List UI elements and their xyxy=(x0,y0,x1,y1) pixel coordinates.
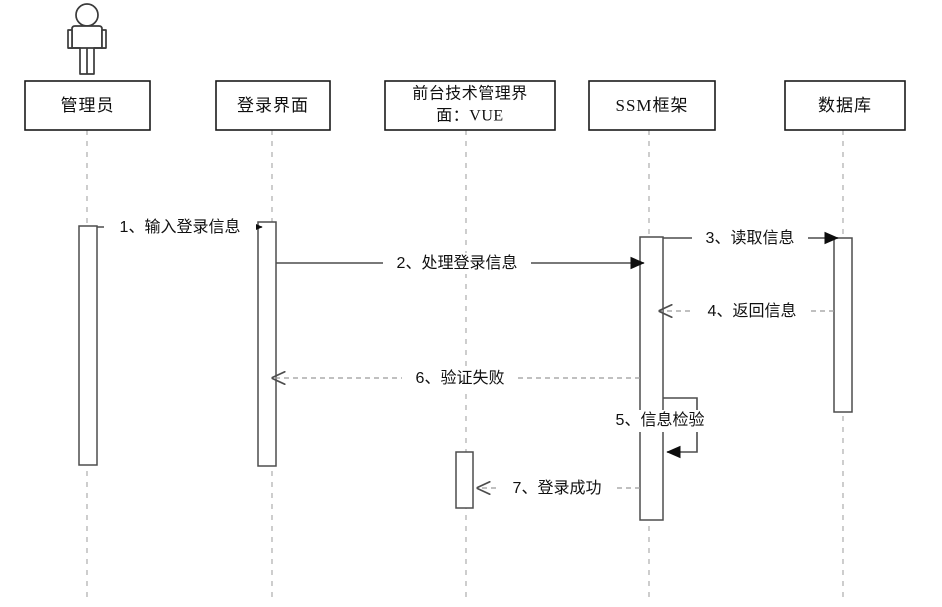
message-label-3: 3、读取信息 xyxy=(706,229,795,247)
activation-bar-vue-ui xyxy=(455,451,474,509)
message-7: 7、登录成功 xyxy=(477,478,640,499)
message-5: 5、信息检验 xyxy=(600,397,720,459)
activation-bar-login-ui xyxy=(257,221,277,467)
participant-header-login-ui[interactable]: 登录界面 xyxy=(215,80,331,131)
message-label-4: 4、返回信息 xyxy=(708,302,797,320)
message-label-6: 6、验证失败 xyxy=(416,369,505,387)
message-label-5: 5、信息检验 xyxy=(616,411,705,429)
message-6: 6、验证失败 xyxy=(272,368,640,389)
message-1: 1、输入登录信息 xyxy=(97,217,263,238)
activation-bar-ssm xyxy=(639,236,664,521)
message-4: 4、返回信息 xyxy=(659,301,834,322)
participant-label-ssm: SSM框架 xyxy=(615,96,688,115)
participant-header-vue-ui[interactable]: 前台技术管理界 面：VUE xyxy=(384,80,556,131)
participant-header-ssm[interactable]: SSM框架 xyxy=(588,80,716,131)
participant-label-login-ui: 登录界面 xyxy=(237,96,309,115)
message-3: 3、读取信息 xyxy=(663,228,839,249)
message-2: 2、处理登录信息 xyxy=(276,253,645,274)
message-label-2: 2、处理登录信息 xyxy=(397,254,518,272)
participant-header-database[interactable]: 数据库 xyxy=(784,80,906,131)
participant-label-admin: 管理员 xyxy=(61,96,115,115)
participant-label-vue-ui-line1: 前台技术管理界 xyxy=(412,85,528,103)
participant-label-database: 数据库 xyxy=(818,96,872,115)
message-label-1: 1、输入登录信息 xyxy=(120,218,241,236)
activation-bar-admin xyxy=(78,225,98,466)
message-label-7: 7、登录成功 xyxy=(513,479,602,497)
activation-bar-database xyxy=(833,237,853,413)
actor-person-icon xyxy=(67,3,107,75)
participant-label-vue-ui-line2: 面：VUE xyxy=(436,108,503,125)
participant-header-admin[interactable]: 管理员 xyxy=(24,80,151,131)
